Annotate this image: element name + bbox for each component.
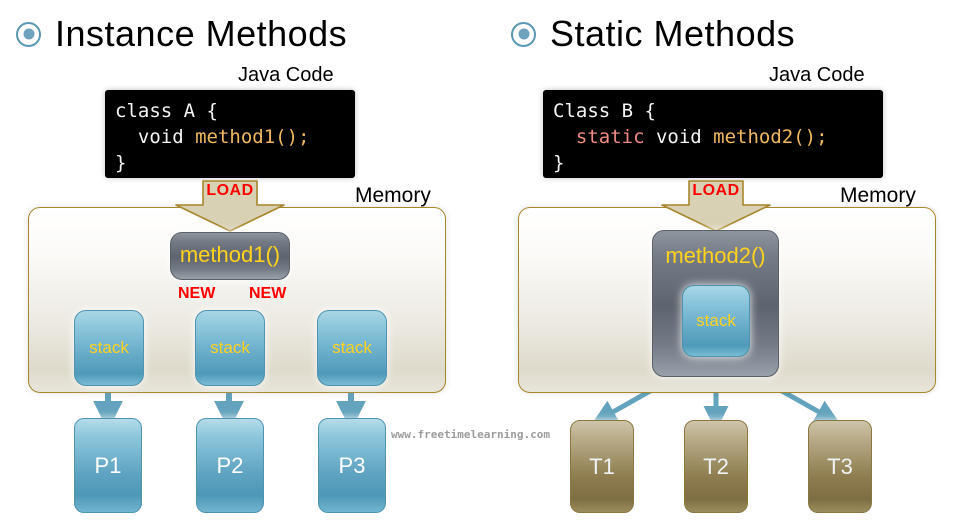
method-label: method1() [179,242,281,267]
process-label: P2 [216,452,244,478]
stack-label: stack [696,311,736,330]
stack-box-2: stack [195,310,265,386]
load-arrow-instance: LOAD [170,180,290,232]
stack-box-3: stack [317,310,387,386]
code-line-1: Class B { [553,100,656,122]
java-code-label: Java Code [238,64,334,86]
code-line-2-method: method2(); [713,126,828,148]
stack-box-1: stack [74,310,144,386]
thread-box-t3: T3 [808,420,872,513]
site-watermark: www.freetimelearning.com [391,428,550,441]
java-code-block: class A { void method1(); } [105,90,355,178]
static-methods-panel: Static Methods Java Code Class B { stati… [485,0,970,527]
code-line-2-prefix: void [115,126,196,148]
new-label-left: NEW [178,285,216,302]
instance-methods-panel: Instance Methods Java Code class A { voi… [0,0,485,527]
load-label: LOAD [692,182,740,199]
stack-label: stack [89,338,129,357]
radio-dot-icon [16,21,41,47]
static-methods-heading: Static Methods [511,16,795,52]
java-code-label: Java Code [769,64,865,86]
stack-box-1: stack [682,285,750,357]
heading-label: Instance Methods [55,13,348,54]
memory-label: Memory [840,184,916,207]
process-box-p2: P2 [196,418,264,513]
code-line-2-void: void [644,126,714,148]
process-box-p1: P1 [74,418,142,513]
thread-label: T3 [827,453,853,479]
stack-label: stack [210,338,250,357]
process-label: P3 [338,452,366,478]
method-box-method1: method1() [170,232,290,280]
java-code-block: Class B { static void method2(); } [543,90,883,178]
load-label: LOAD [206,182,254,199]
code-line-1: class A { [115,100,218,122]
memory-label: Memory [355,184,431,207]
code-line-3: } [553,152,565,174]
instance-methods-heading: Instance Methods [16,16,347,52]
method-label: method2() [665,243,766,268]
process-label: P1 [94,452,122,478]
thread-label: T1 [589,453,615,479]
code-line-3: } [115,152,127,174]
code-line-2-method: method1(); [195,126,310,148]
load-arrow-static: LOAD [656,180,776,232]
code-line-2-indent [553,126,576,148]
thread-box-t2: T2 [684,420,748,513]
heading-label: Static Methods [550,13,796,54]
thread-label: T2 [703,453,729,479]
radio-dot-icon [511,21,536,47]
new-label-right: NEW [249,285,287,302]
process-box-p3: P3 [318,418,386,513]
stack-label: stack [332,338,372,357]
code-line-2-static: static [575,126,645,148]
thread-box-t1: T1 [570,420,634,513]
